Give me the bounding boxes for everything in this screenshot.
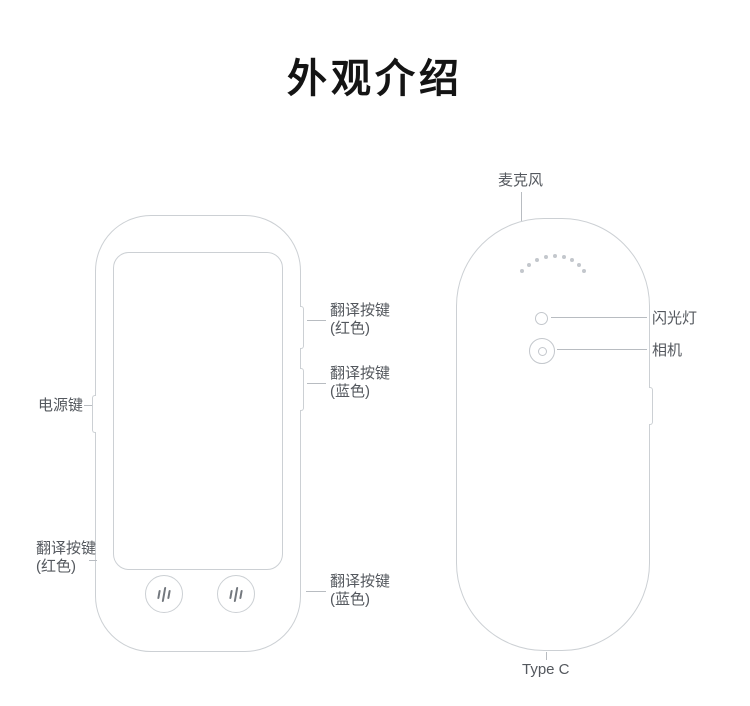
- leader-line-microphone: [521, 192, 522, 221]
- bottom-button-red: [145, 575, 183, 613]
- leader-line-translate-red-bottom: [89, 560, 97, 561]
- back-side-button: [649, 387, 653, 425]
- voice-icon: [157, 586, 172, 602]
- label-text: 翻译按键: [330, 573, 391, 590]
- label-text: 麦克风: [498, 172, 544, 189]
- label-camera: 相机: [652, 342, 682, 360]
- label-translate-red-side: 翻译按键 (红色): [330, 302, 390, 338]
- label-text: 相机: [652, 342, 683, 359]
- label-text: (红色): [36, 558, 76, 575]
- label-text: (蓝色): [330, 591, 370, 608]
- bottom-button-blue: [217, 575, 255, 613]
- leader-line-translate-red-side: [307, 320, 326, 321]
- label-text: 翻译按键: [36, 540, 97, 557]
- label-translate-red-bottom: 翻译按键 (红色): [36, 540, 96, 576]
- label-flash: 闪光灯: [652, 310, 697, 328]
- label-text: 翻译按键: [330, 302, 391, 319]
- page-title: 外观介绍: [287, 57, 463, 101]
- label-text: Type C: [522, 661, 570, 678]
- leader-line-type-c: [546, 652, 547, 660]
- label-translate-blue-bottom: 翻译按键 (蓝色): [330, 573, 390, 609]
- camera-circle: [529, 338, 555, 364]
- label-microphone: 麦克风: [498, 172, 543, 190]
- leader-line-translate-blue-side: [307, 383, 326, 384]
- leader-line-flash: [551, 317, 647, 318]
- label-type-c: Type C: [522, 661, 570, 679]
- label-translate-blue-side: 翻译按键 (蓝色): [330, 365, 390, 401]
- leader-line-camera: [557, 349, 647, 350]
- label-text: (蓝色): [330, 383, 370, 400]
- device-front-body: [92, 215, 304, 652]
- label-text: 闪光灯: [652, 310, 698, 327]
- side-button-translate-red: [300, 306, 304, 349]
- side-button-power: [92, 395, 96, 433]
- label-text: (红色): [330, 320, 370, 337]
- flash-circle: [535, 312, 548, 325]
- device-screen: [113, 252, 283, 570]
- label-text: 电源键: [38, 397, 84, 414]
- voice-icon: [229, 586, 244, 602]
- leader-line-translate-blue-bottom: [306, 591, 326, 592]
- leader-line-power: [84, 405, 92, 406]
- label-text: 翻译按键: [330, 365, 391, 382]
- camera-lens-dot: [537, 346, 547, 356]
- device-back-body: [456, 218, 653, 651]
- side-button-translate-blue: [300, 368, 304, 411]
- label-power: 电源键: [38, 397, 83, 415]
